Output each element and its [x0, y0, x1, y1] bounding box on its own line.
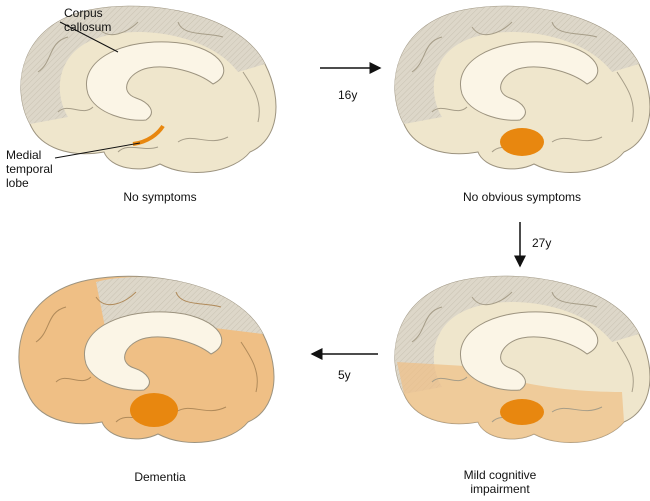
brain-mild-cognitive-impairment: [394, 275, 650, 444]
atrophy-region: [500, 399, 544, 425]
caption-no-obvious-symptoms: No obvious symptoms: [462, 190, 582, 204]
caption-no-symptoms: No symptoms: [123, 190, 197, 204]
label-27y: 27y: [532, 236, 552, 250]
label-5y: 5y: [338, 368, 351, 382]
atrophy-region: [130, 393, 178, 427]
leader-medial-temporal-lobe: [54, 142, 141, 159]
label-medial-temporal-lobe: Medial temporal lobe: [6, 148, 53, 190]
atrophy-region: [500, 128, 544, 156]
caption-mild-cognitive-impairment: Mild cognitive impairment: [463, 468, 537, 496]
leader-corpus-callosum: [59, 21, 119, 53]
label-16y: 16y: [338, 88, 358, 102]
caption-dementia: Dementia: [134, 470, 186, 484]
brain-no-obvious-symptoms: [394, 5, 650, 174]
brain-dementia: [18, 275, 275, 444]
label-corpus-callosum: Corpus callosum: [64, 6, 112, 34]
